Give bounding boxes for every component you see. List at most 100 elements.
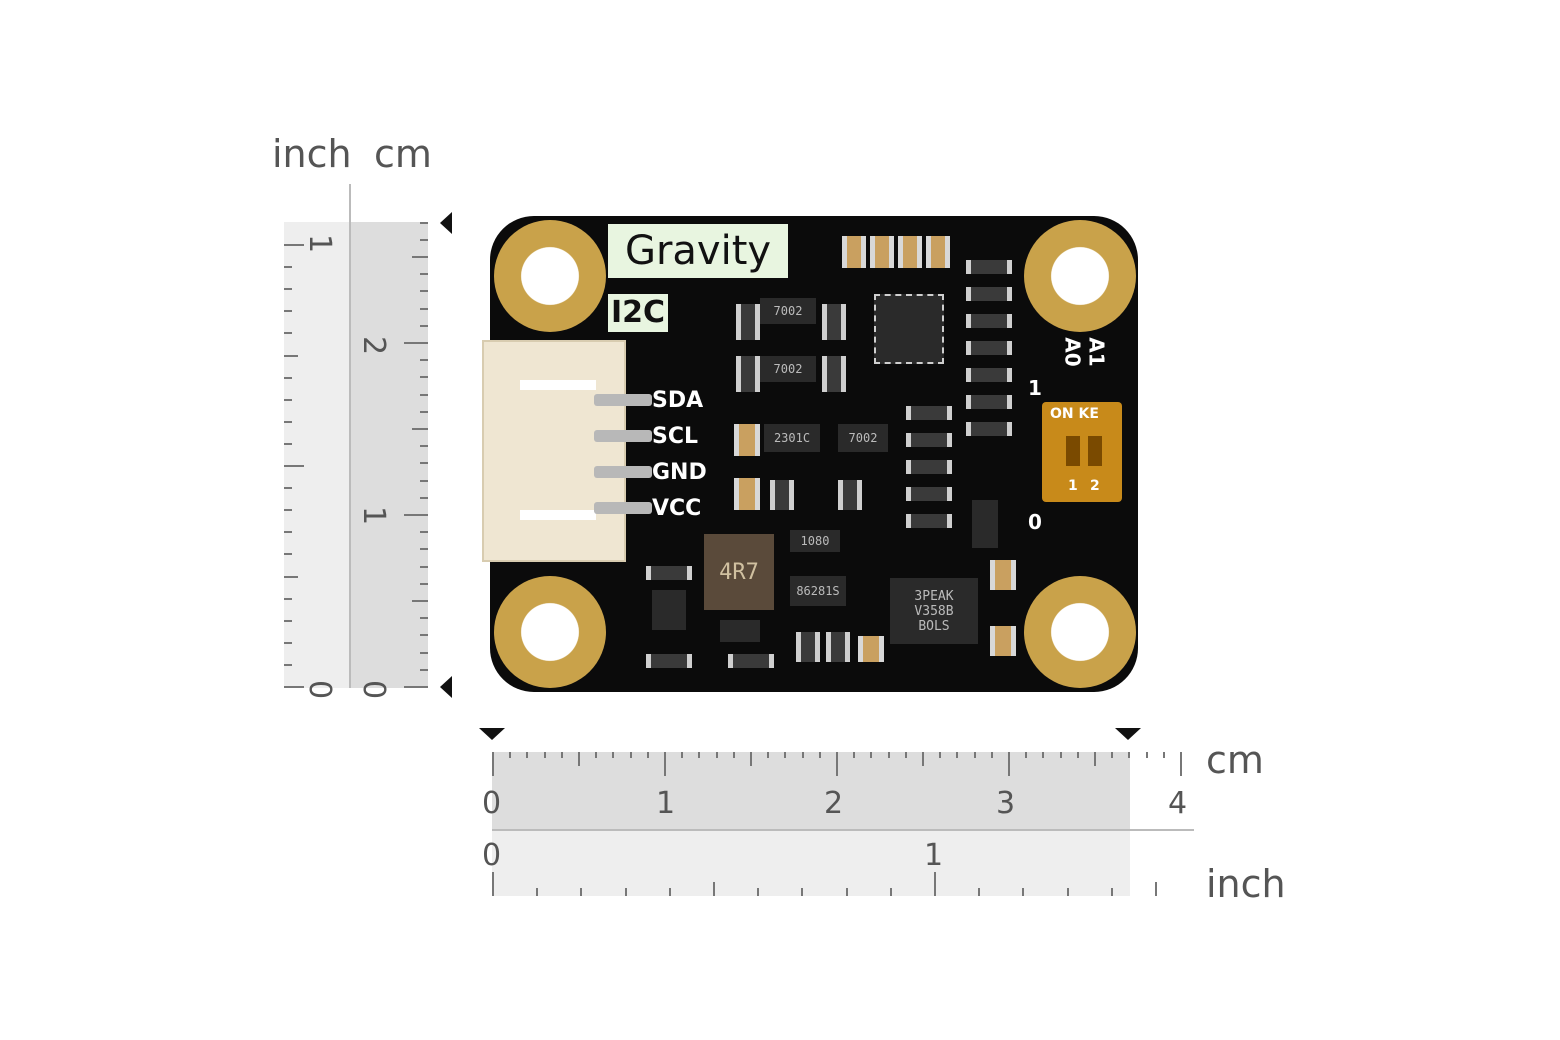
transistor-chip: 2301C (764, 424, 820, 452)
connector-pin (594, 394, 652, 406)
diode-chip (652, 590, 686, 630)
ruler-tick (939, 752, 942, 758)
ruler-tick (420, 238, 428, 241)
qfn-sensor-chip (874, 294, 944, 364)
ruler-tick (284, 686, 304, 688)
ruler-tick (284, 376, 292, 379)
dip-switch-1[interactable] (1066, 436, 1080, 466)
address-label-a0: A0 (1060, 337, 1085, 367)
transistor-chip: 7002 (760, 298, 816, 324)
ruler-tick (750, 752, 752, 766)
board-bottom-marker-icon (440, 676, 452, 698)
ruler-tick (1059, 752, 1062, 758)
ruler-tick (420, 496, 428, 499)
side-mark-0: 0 (1028, 510, 1042, 534)
ruler-tick (836, 752, 838, 776)
smd-component (906, 460, 952, 474)
ruler-tick (853, 752, 856, 758)
interface-label: I2C (608, 294, 668, 332)
ruler-tick (784, 752, 787, 758)
connector-pin (594, 430, 652, 442)
ruler-tick (420, 359, 428, 362)
smd-component (734, 478, 760, 510)
ruler-tick (934, 872, 936, 896)
dip-number-2: 2 (1090, 478, 1100, 494)
ruler-tick (509, 752, 512, 758)
vertical-inch-tick-label: 0 (302, 679, 338, 700)
ruler-tick (624, 888, 627, 896)
ruler-tick (420, 548, 428, 551)
ruler-tick (404, 514, 428, 516)
mounting-hole-top-left (494, 220, 606, 332)
vertical-ruler-cm-label: cm (374, 132, 432, 176)
board-top-marker-icon (440, 212, 452, 234)
pin-label-gnd: GND (652, 460, 707, 485)
smd-component (966, 314, 1012, 328)
ruler-tick (420, 531, 428, 534)
board-left-marker-icon (479, 728, 505, 740)
pin-label-sda: SDA (652, 388, 704, 413)
vertical-cm-tick-label: 2 (356, 335, 392, 356)
ruler-tick (1076, 752, 1079, 758)
mounting-hole-bottom-right (1024, 576, 1136, 688)
ruler-tick (284, 597, 292, 600)
ruler-tick (1128, 752, 1131, 758)
horizontal-cm-tick-label: 0 (482, 786, 502, 821)
ruler-tick (580, 888, 583, 896)
ruler-tick (284, 398, 292, 401)
horizontal-cm-tick-label: 3 (996, 786, 1016, 821)
diode-chip (720, 620, 760, 642)
ruler-tick (526, 752, 529, 758)
ruler-tick (681, 752, 684, 758)
smd-component (646, 566, 692, 580)
smd-component (906, 514, 952, 528)
smd-component (990, 626, 1016, 656)
smd-component (906, 487, 952, 501)
ruler-tick (536, 888, 539, 896)
ruler-tick (1022, 888, 1025, 896)
smd-component (926, 236, 950, 268)
connector-latch (520, 380, 596, 390)
smd-component (858, 636, 884, 662)
ruler-tick (1008, 752, 1010, 776)
ruler-tick (420, 221, 428, 224)
brand-label: Gravity (608, 224, 788, 278)
ruler-tick (420, 290, 428, 293)
pin-label-scl: SCL (652, 424, 699, 449)
address-dip-switch[interactable]: ON KE 1 2 (1042, 402, 1122, 502)
smd-component (646, 654, 692, 668)
ruler-tick (420, 324, 428, 327)
side-mark-1: 1 (1028, 376, 1042, 400)
ruler-tick (990, 752, 993, 758)
ruler-tick (420, 376, 428, 379)
inductor: 4R7 (704, 534, 774, 610)
regulator-chip: 86281S (790, 576, 846, 606)
ruler-tick (1180, 752, 1182, 776)
smd-component (734, 424, 760, 456)
smd-component (906, 433, 952, 447)
pin-label-vcc: VCC (652, 496, 702, 521)
ruler-tick (889, 888, 892, 896)
smd-component (728, 654, 774, 668)
ruler-tick (284, 244, 304, 246)
ruler-tick (492, 872, 494, 896)
ruler-tick (732, 752, 735, 758)
opamp-chip: 3PEAK V358B BOLS (890, 578, 978, 644)
ruler-tick (1155, 882, 1157, 896)
ruler-tick (404, 342, 428, 344)
ruler-tick (668, 888, 671, 896)
dip-switch-2[interactable] (1088, 436, 1102, 466)
horizontal-inch-tick-label: 0 (482, 838, 502, 873)
ruler-tick (412, 428, 428, 430)
smd-component (906, 406, 952, 420)
ruler-tick (543, 752, 546, 758)
ruler-tick (646, 752, 649, 758)
horizontal-cm-tick-label: 1 (656, 786, 676, 821)
horizontal-ruler-cm-label: cm (1206, 738, 1264, 782)
ruler-tick (420, 307, 428, 310)
ruler-tick (1110, 888, 1113, 896)
ruler-tick (420, 651, 428, 654)
dip-number-1: 1 (1068, 478, 1078, 494)
smd-component (966, 341, 1012, 355)
ruler-tick (818, 752, 821, 758)
